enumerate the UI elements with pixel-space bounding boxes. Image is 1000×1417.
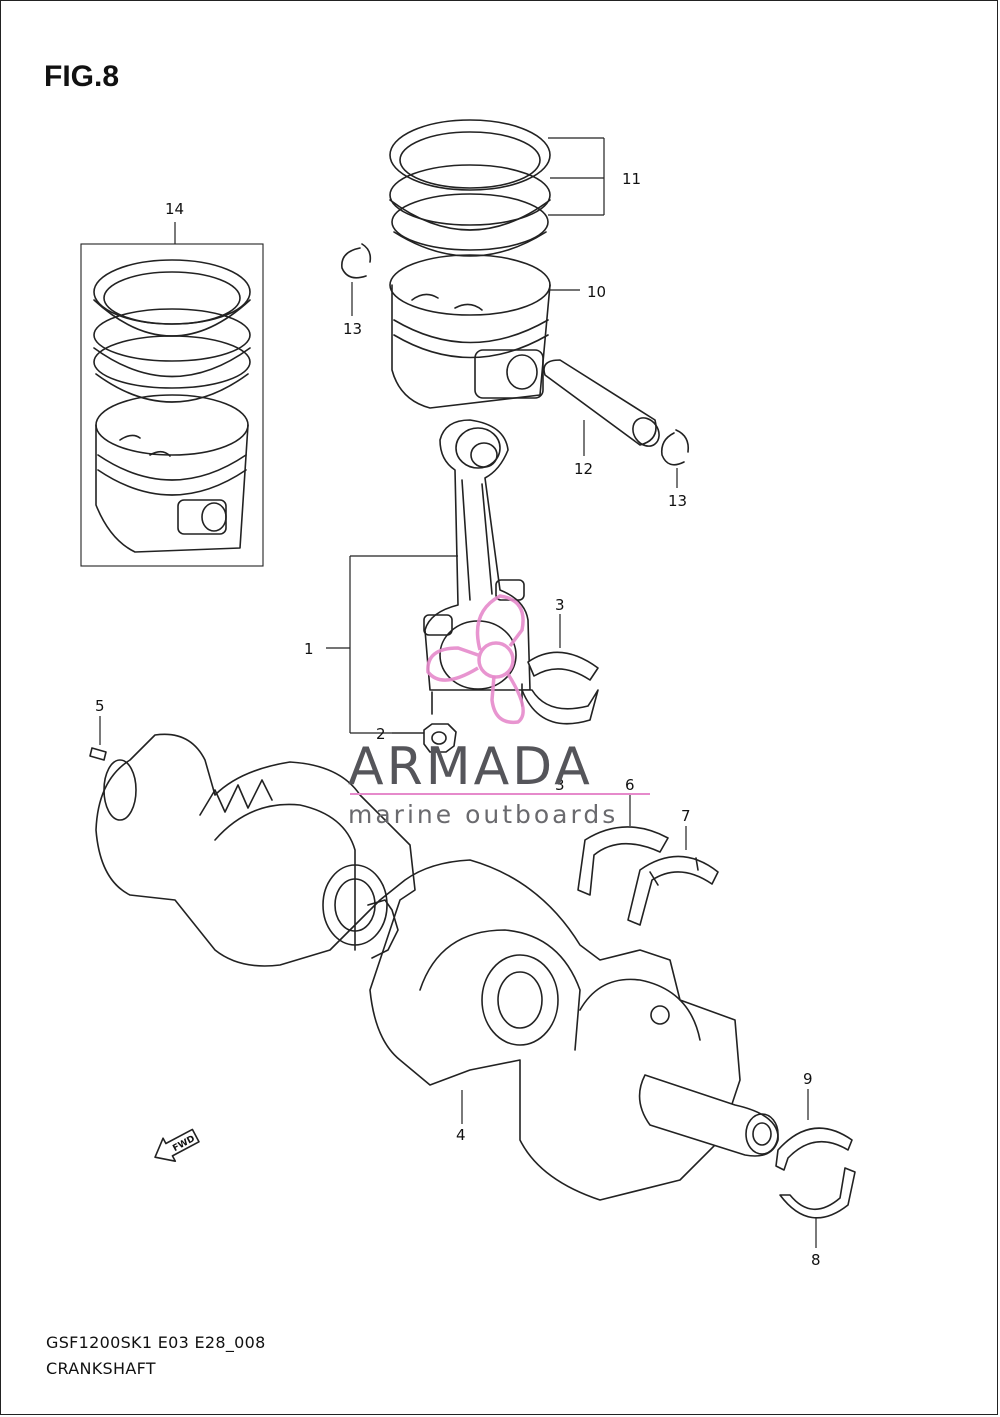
callout-6: 6 [625, 776, 635, 794]
armada-logo-icon [426, 594, 525, 725]
callout-11: 11 [622, 170, 641, 188]
main-bearing-lower [779, 1167, 856, 1248]
callout-10: 10 [587, 283, 606, 301]
callout-14: 14 [165, 200, 184, 218]
callout-9: 9 [803, 1070, 813, 1088]
callout-3-upper: 3 [555, 596, 565, 614]
watermark-brand: ARMADA [348, 737, 593, 797]
piston-set-box [80, 222, 264, 567]
fwd-arrow-icon: FWD [154, 1128, 200, 1162]
watermark-tagline: marine outboards [348, 800, 618, 829]
callout-1: 1 [304, 640, 314, 658]
journal-bearing-upper [577, 794, 669, 896]
callout-7: 7 [681, 807, 691, 825]
dowel-pin [89, 716, 107, 761]
crankshaft [95, 733, 779, 1201]
callout-5: 5 [95, 697, 105, 715]
journal-bearing-thrust [627, 826, 719, 926]
connecting-rod [326, 419, 531, 734]
callout-2: 2 [376, 725, 386, 743]
callout-4: 4 [456, 1126, 466, 1144]
circlip-upper [341, 243, 372, 316]
callout-13-lower: 13 [668, 492, 687, 510]
piston-pin [543, 359, 660, 456]
piston [389, 254, 580, 409]
main-bearing-upper [775, 1089, 853, 1171]
rod-nut [392, 723, 457, 753]
diagram-name: CRANKSHAFT [46, 1359, 156, 1378]
callout-13-upper: 13 [343, 320, 362, 338]
circlip-lower [660, 429, 690, 488]
callout-8: 8 [811, 1251, 821, 1269]
figure-title: FIG.8 [44, 60, 120, 93]
piston-rings [389, 119, 605, 257]
callout-3-lower: 3 [555, 776, 565, 794]
conrod-bearings [521, 614, 599, 725]
diagram-code: GSF1200SK1 E03 E28_008 [46, 1333, 266, 1352]
callout-12: 12 [574, 460, 593, 478]
